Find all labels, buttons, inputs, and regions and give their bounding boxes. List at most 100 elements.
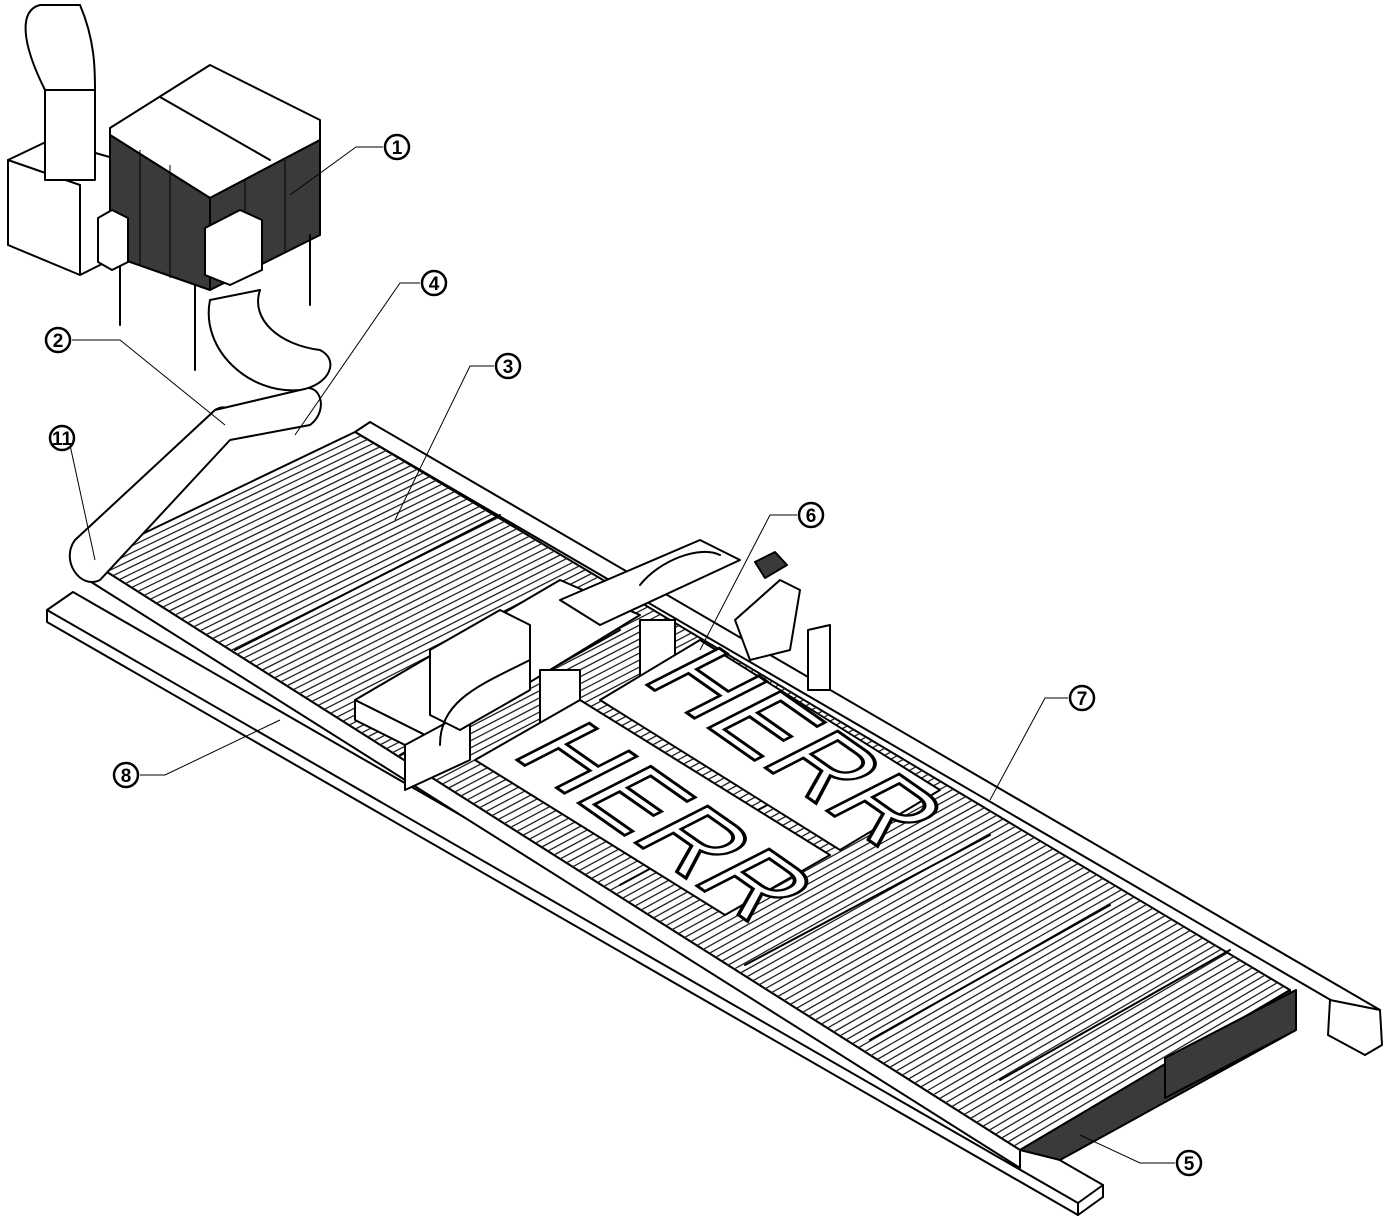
bed-slat [211, 505, 480, 640]
bed-slat [292, 554, 561, 691]
bed-slat [162, 476, 431, 608]
bed-slat [882, 907, 1154, 1065]
bed-slat [267, 539, 537, 675]
bed-slat [100, 438, 368, 569]
bed-slat [124, 453, 393, 585]
bed-slat [93, 435, 362, 565]
bed-slat [1007, 982, 1278, 1143]
bed-slat [870, 900, 1141, 1057]
bed-slat [727, 814, 998, 966]
callout-7: 7 [1068, 684, 1096, 712]
bed-slat [789, 851, 1060, 1006]
bed-slat [845, 885, 1116, 1041]
callout-11: 11 [48, 424, 76, 452]
callout-4: 4 [420, 269, 448, 297]
callout-8-label: 8 [121, 766, 132, 787]
bed-slat [193, 494, 462, 628]
callout-8: 8 [112, 761, 140, 789]
bed-slat [932, 937, 1204, 1096]
callout-5: 5 [1175, 1149, 1203, 1177]
bed-slat [963, 955, 1235, 1116]
bed-slat [969, 959, 1241, 1120]
bed-slat [174, 483, 443, 616]
bed-slat [982, 967, 1253, 1127]
bed-slat [721, 810, 992, 962]
exhaust-duct [68, 289, 332, 583]
bed-slat [957, 952, 1228, 1112]
bed-slat [820, 870, 1091, 1025]
bed-slat [733, 818, 1004, 970]
bed-slat [305, 561, 574, 699]
bed-slat [118, 450, 387, 581]
bed-slat [224, 513, 493, 648]
bed-slat [218, 509, 487, 644]
bed-slat [988, 970, 1260, 1131]
bed-slat [199, 498, 468, 632]
bed-slat [907, 922, 1179, 1080]
callout-6-label: 6 [806, 506, 817, 527]
bed-slat [205, 502, 474, 636]
callout-1: 1 [383, 133, 411, 161]
bed-slat [901, 918, 1172, 1076]
callout-3-label: 3 [503, 357, 514, 378]
bed-slat [764, 836, 1035, 990]
bed-slat [926, 933, 1197, 1092]
bed-slat [702, 799, 973, 950]
bed-slat [758, 833, 1029, 986]
bed-slat [156, 472, 424, 604]
callout-4-label: 4 [429, 274, 440, 295]
bed-slat [994, 974, 1266, 1135]
callout-3: 3 [494, 352, 522, 380]
bed-slat [914, 926, 1185, 1084]
bed-slat [889, 911, 1160, 1068]
bed-slat [808, 862, 1079, 1017]
bed-slat [833, 877, 1104, 1033]
bed-slat [783, 848, 1054, 1002]
bed-slat [149, 468, 418, 600]
bed-slat [938, 941, 1210, 1100]
callout-5-label: 5 [1184, 1154, 1195, 1175]
bed-slat [168, 479, 437, 612]
bed-slat [864, 896, 1135, 1053]
callout-6: 6 [797, 501, 825, 529]
bed-slat [286, 550, 555, 687]
rear-base-rail [354, 421, 1383, 1056]
bed-slat [895, 915, 1166, 1072]
bed-slat [249, 528, 518, 663]
bed-slat [1013, 985, 1285, 1147]
bed-slat [752, 829, 1023, 982]
bed-slat [715, 807, 985, 958]
bed-slat [876, 903, 1147, 1061]
bed-slat [180, 487, 449, 620]
bed-slat [795, 855, 1066, 1009]
bed-slat [274, 543, 543, 679]
bed-slat [187, 490, 456, 624]
bed-slat [137, 461, 406, 593]
callout-1-label: 1 [392, 138, 403, 159]
callout-7-label: 7 [1077, 689, 1088, 710]
bed-slat [690, 792, 960, 943]
bed-slat [920, 929, 1191, 1088]
bed-slat [709, 803, 979, 954]
bed-slat [696, 795, 967, 947]
bed-slat [777, 844, 1048, 998]
bed-slat [814, 866, 1085, 1021]
bed-slat [945, 944, 1216, 1104]
bed-slat [951, 948, 1222, 1108]
dust-collector [7, 4, 321, 371]
leader-lines [62, 146, 1175, 1164]
bed-slat [280, 546, 549, 683]
bed-slat [851, 888, 1123, 1045]
bed-slat [976, 963, 1247, 1124]
bed-slat [1001, 978, 1272, 1139]
callout-2-label: 2 [53, 331, 64, 352]
bed-slat [311, 565, 580, 703]
bed-slat [261, 535, 530, 671]
bed-slat [802, 859, 1073, 1013]
bed-slat [839, 881, 1110, 1037]
callout-2: 2 [44, 326, 72, 354]
callout-11-label: 11 [52, 429, 73, 450]
bed-slat [243, 524, 512, 659]
bed-slat [746, 825, 1017, 978]
